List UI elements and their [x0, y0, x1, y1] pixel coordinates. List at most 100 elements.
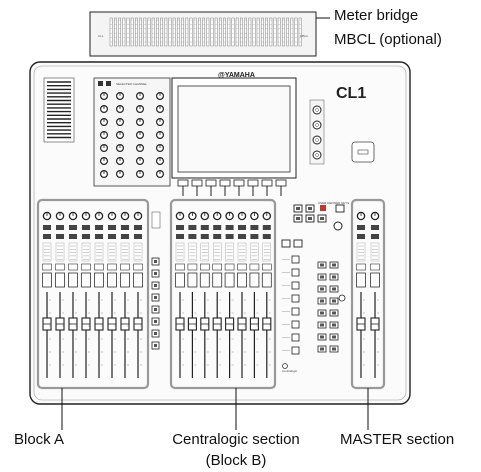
channel-on-key [82, 234, 90, 239]
meter-segment [130, 17, 134, 47]
channel-sel-key [371, 225, 379, 230]
channel-meter [237, 242, 247, 262]
channel-meter [212, 242, 222, 262]
soft-key [219, 179, 231, 187]
meter-bridge: CL1 MBCL [89, 11, 317, 57]
meter-segment [168, 17, 172, 47]
channel-on-key [176, 234, 184, 239]
channel-on-key [371, 234, 379, 239]
channel-lcd [94, 272, 104, 288]
centralogic-bank-key [291, 294, 300, 303]
meter-segment [265, 17, 268, 47]
channel-name-display [187, 263, 198, 271]
user-defined-key-led [320, 335, 324, 339]
meter-segment [231, 17, 235, 47]
channel-on-key [69, 234, 77, 239]
channel-sel-key [56, 225, 64, 230]
soft-key [247, 179, 259, 187]
channel-meter [200, 242, 210, 262]
centralogic-key [293, 239, 303, 248]
channel-on-key [200, 234, 209, 239]
block-a-bank-keys [151, 211, 161, 350]
meter-segment [160, 17, 163, 47]
meter-segment [126, 17, 130, 47]
meter-segment [286, 17, 289, 47]
user-knob [312, 135, 322, 145]
bank-key-led [154, 272, 157, 275]
meter-segment [235, 17, 239, 47]
channel-meter [250, 242, 259, 262]
user-defined-key-led [332, 263, 336, 267]
yamaha-logo: @YAMAHA [218, 72, 255, 79]
channel-sel-key [134, 225, 142, 230]
user-defined-keys-label: USER DEFINED KEYS [318, 201, 349, 205]
channel-lcd [356, 272, 366, 288]
meter-bridge-label-left: CL1 [98, 34, 104, 38]
channel-name-display [55, 263, 65, 271]
bank-key-led [154, 284, 157, 287]
channel-sel-key [95, 225, 103, 230]
user-knob [312, 120, 322, 130]
channel-meter [94, 242, 104, 262]
speaker-grill [43, 77, 75, 143]
user-defined-key-led [332, 323, 336, 327]
channel-name-display [120, 263, 130, 271]
meter-segment [139, 17, 142, 47]
channel-lcd [237, 272, 247, 288]
model-logo: CL1 [336, 85, 366, 102]
channel-lcd [249, 272, 260, 288]
channel-sel-key [357, 225, 365, 230]
user-defined-key-led [332, 299, 336, 303]
meter-segment [273, 17, 277, 47]
channel-meter [55, 242, 65, 262]
centralogic-bank-key [291, 346, 300, 355]
channel-meter [356, 242, 366, 262]
channel-on-key [357, 234, 365, 239]
meter-segment [134, 17, 138, 47]
channel-on-key [121, 234, 129, 239]
soft-key [205, 179, 217, 187]
meter-segment [244, 17, 247, 47]
channel-lcd [120, 272, 130, 288]
channel-on-key [213, 234, 222, 239]
meter-segment [202, 17, 205, 47]
user-knob-cap [315, 123, 319, 127]
meter-segment [181, 17, 184, 47]
channel-lcd [199, 272, 210, 288]
user-defined-key-led [332, 275, 336, 279]
meter-segment [294, 17, 298, 47]
channel-on-key [108, 234, 116, 239]
channel-on-key [134, 234, 142, 239]
user-defined-key-led [320, 299, 324, 303]
meter-segment [118, 17, 122, 47]
callout-meter-bridge-subtitle: MBCL (optional) [334, 31, 442, 48]
meter-segment [197, 17, 201, 47]
key-grid-knob [338, 294, 346, 302]
meter-segment [185, 17, 189, 47]
nav-key-led [308, 207, 312, 210]
block-a-channel-strips [36, 198, 150, 390]
channel-sel-key [238, 225, 246, 230]
meter-segment [269, 17, 273, 47]
meter-segment [261, 17, 264, 47]
centralogic-bank-key [291, 268, 300, 277]
meter-segment [113, 17, 117, 47]
channel-lcd [133, 272, 143, 288]
centralogic-bank-key [291, 281, 300, 290]
channel-sel-key [225, 225, 234, 230]
meter-segment [227, 17, 231, 47]
channel-name-display [68, 263, 78, 271]
channel-lcd [212, 272, 223, 288]
meter-segment [176, 17, 180, 47]
screen-soft-keys [177, 179, 287, 196]
meter-segment [122, 17, 126, 47]
channel-sel-key [176, 225, 184, 230]
meter-segment [151, 17, 155, 47]
user-defined-knob [333, 221, 343, 231]
channel-sel-key [108, 225, 116, 230]
channel-lcd [81, 272, 91, 288]
nav-key-led [320, 217, 324, 220]
channel-name-display [370, 263, 380, 271]
channel-sel-key [121, 225, 129, 230]
channel-name-display [133, 263, 143, 271]
